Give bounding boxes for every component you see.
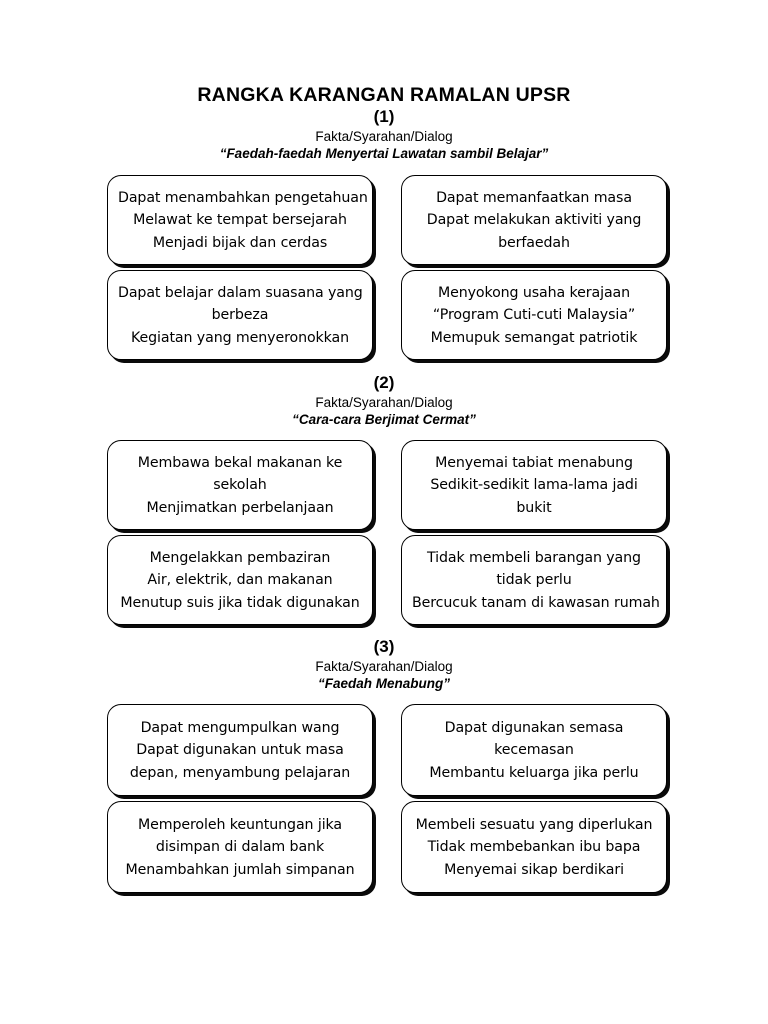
section-3-kind: Fakta/Syarahan/Dialog xyxy=(315,658,453,674)
section-2-box-grid: Membawa bekal makanan ke sekolah Menjima… xyxy=(0,440,768,626)
idea-line: Dapat digunakan untuk masa xyxy=(136,742,344,759)
page-title: RANGKA KARANGAN RAMALAN UPSR xyxy=(197,84,571,106)
section-2-kind: Fakta/Syarahan/Dialog xyxy=(315,394,453,410)
idea-box-text: Dapat mengumpulkan wang Dapat digunakan … xyxy=(118,717,362,784)
idea-line: Menutup suis jika tidak digunakan xyxy=(120,594,360,611)
idea-line: Dapat belajar dalam suasana yang xyxy=(118,284,363,301)
section-1-number: (1) xyxy=(373,107,395,127)
idea-line: depan, menyambung pelajaran xyxy=(129,764,351,781)
idea-line: disimpan di dalam bank xyxy=(155,839,325,856)
idea-line: Memperoleh keuntungan jika xyxy=(137,816,342,833)
section-2-row-1: Membawa bekal makanan ke sekolah Menjima… xyxy=(107,440,667,531)
section-3-heading: (3) Fakta/Syarahan/Dialog “Faedah Menabu… xyxy=(0,625,768,693)
idea-box-text: Tidak membeli barangan yang tidak perlu … xyxy=(412,547,660,614)
idea-box-text: Membeli sesuatu yang diperlukan Tidak me… xyxy=(412,814,656,881)
idea-line: Air, elektrik, dan makanan xyxy=(147,572,333,589)
idea-line: Dapat mengumpulkan wang xyxy=(140,719,340,736)
section-1: (1) Fakta/Syarahan/Dialog “Faedah-faedah… xyxy=(0,106,768,361)
section-2: (2) Fakta/Syarahan/Dialog “Cara-cara Ber… xyxy=(0,360,768,626)
idea-line: Tidak membebankan ibu bapa xyxy=(427,839,641,856)
section-3-topic: “Faedah Menabung” xyxy=(317,676,450,692)
idea-line: Melawat ke tempat bersejarah xyxy=(133,212,347,229)
idea-line: Sedikit-sedikit lama-lama jadi xyxy=(430,477,638,494)
idea-box: Dapat digunakan semasa kecemasan Membant… xyxy=(401,704,667,797)
idea-box-text: Dapat menambahkan pengetahuan Melawat ke… xyxy=(118,187,368,254)
idea-box: Mengelakkan pembaziran Air, elektrik, da… xyxy=(107,535,373,626)
section-2-heading: (2) Fakta/Syarahan/Dialog “Cara-cara Ber… xyxy=(0,360,768,429)
idea-line: Menjimatkan perbelanjaan xyxy=(146,499,334,516)
idea-line: Dapat melakukan aktiviti yang xyxy=(426,212,642,229)
idea-line: Menambahkan jumlah simpanan xyxy=(125,861,355,878)
section-1-kind: Fakta/Syarahan/Dialog xyxy=(315,128,453,144)
idea-line: Membantu keluarga jika perlu xyxy=(429,764,639,781)
idea-line: Memupuk semangat patriotik xyxy=(430,329,638,346)
idea-box: Dapat menambahkan pengetahuan Melawat ke… xyxy=(107,175,373,266)
idea-line: Dapat digunakan semasa xyxy=(444,719,624,736)
section-3-row-1: Dapat mengumpulkan wang Dapat digunakan … xyxy=(107,704,667,797)
idea-line: Tidak membeli barangan yang xyxy=(427,549,641,566)
section-1-row-1: Dapat menambahkan pengetahuan Melawat ke… xyxy=(107,175,667,266)
idea-box-text: Dapat belajar dalam suasana yang berbeza… xyxy=(118,282,363,349)
idea-line: Membeli sesuatu yang diperlukan xyxy=(415,816,653,833)
idea-line: Dapat menambahkan pengetahuan xyxy=(118,189,368,206)
idea-line: kecemasan xyxy=(494,742,574,759)
idea-box-text: Memperoleh keuntungan jika disimpan di d… xyxy=(118,814,362,881)
idea-line: Bercucuk tanam di kawasan rumah xyxy=(412,594,660,611)
idea-line: Mengelakkan pembaziran xyxy=(149,549,331,566)
idea-box: Membawa bekal makanan ke sekolah Menjima… xyxy=(107,440,373,531)
idea-line: Membawa bekal makanan ke xyxy=(137,454,343,471)
idea-box-text: Menyokong usaha kerajaan “Program Cuti-c… xyxy=(412,282,656,349)
idea-box: Dapat belajar dalam suasana yang berbeza… xyxy=(107,270,373,361)
idea-line: berbeza xyxy=(211,307,269,324)
idea-box-text: Dapat digunakan semasa kecemasan Membant… xyxy=(412,717,656,784)
section-3-number: (3) xyxy=(373,637,395,657)
idea-box: Menyemai tabiat menabung Sedikit-sedikit… xyxy=(401,440,667,531)
idea-line: “Program Cuti-cuti Malaysia” xyxy=(432,307,636,324)
section-1-heading: (1) Fakta/Syarahan/Dialog “Faedah-faedah… xyxy=(0,106,768,163)
idea-line: Menyemai sikap berdikari xyxy=(444,861,624,878)
section-2-topic: “Cara-cara Berjimat Cermat” xyxy=(292,412,476,428)
idea-line: Kegiatan yang menyeronokkan xyxy=(130,329,350,346)
idea-line: bukit xyxy=(516,499,552,516)
idea-box: Memperoleh keuntungan jika disimpan di d… xyxy=(107,801,373,894)
idea-line: Menyokong usaha kerajaan xyxy=(437,284,631,301)
section-3-row-2: Memperoleh keuntungan jika disimpan di d… xyxy=(107,801,667,894)
section-2-number: (2) xyxy=(373,373,395,393)
idea-box: Tidak membeli barangan yang tidak perlu … xyxy=(401,535,667,626)
idea-box: Dapat memanfaatkan masa Dapat melakukan … xyxy=(401,175,667,266)
section-1-row-2: Dapat belajar dalam suasana yang berbeza… xyxy=(107,270,667,361)
section-1-box-grid: Dapat menambahkan pengetahuan Melawat ke… xyxy=(0,175,768,361)
section-2-row-2: Mengelakkan pembaziran Air, elektrik, da… xyxy=(107,535,667,626)
section-3: (3) Fakta/Syarahan/Dialog “Faedah Menabu… xyxy=(0,625,768,894)
idea-box: Menyokong usaha kerajaan “Program Cuti-c… xyxy=(401,270,667,361)
idea-box-text: Dapat memanfaatkan masa Dapat melakukan … xyxy=(412,187,656,254)
section-1-topic: “Faedah-faedah Menyertai Lawatan sambil … xyxy=(219,146,549,162)
idea-line: sekolah xyxy=(213,477,267,494)
section-3-box-grid: Dapat mengumpulkan wang Dapat digunakan … xyxy=(0,704,768,894)
idea-line: Menjadi bijak dan cerdas xyxy=(152,234,328,251)
idea-box: Dapat mengumpulkan wang Dapat digunakan … xyxy=(107,704,373,797)
idea-line: berfaedah xyxy=(498,234,570,251)
idea-box: Membeli sesuatu yang diperlukan Tidak me… xyxy=(401,801,667,894)
idea-box-text: Menyemai tabiat menabung Sedikit-sedikit… xyxy=(412,452,656,519)
idea-line: Dapat memanfaatkan masa xyxy=(436,189,632,206)
idea-line: tidak perlu xyxy=(496,572,572,589)
idea-box-text: Mengelakkan pembaziran Air, elektrik, da… xyxy=(118,547,362,614)
idea-box-text: Membawa bekal makanan ke sekolah Menjima… xyxy=(118,452,362,519)
idea-line: Menyemai tabiat menabung xyxy=(435,454,633,471)
